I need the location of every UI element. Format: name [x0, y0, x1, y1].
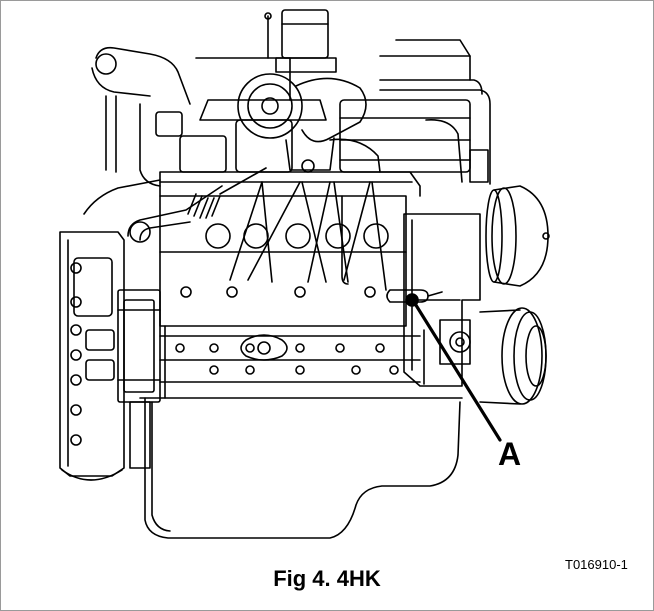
flywheel-housing	[59, 231, 125, 481]
egr-pipework	[83, 46, 267, 243]
turbocharger	[237, 73, 381, 173]
figure-caption: Fig 4. 4HK	[273, 566, 381, 591]
fan-pulley	[485, 185, 550, 287]
cylinder-block	[159, 181, 421, 399]
starter-block	[117, 289, 161, 469]
callout-leader-line	[412, 300, 502, 442]
crank-pulley	[479, 307, 547, 405]
callout-label-a: A	[498, 436, 522, 472]
figure-code: T016910-1	[565, 557, 628, 572]
oil-pan	[139, 397, 463, 539]
cylinder-head	[159, 9, 471, 197]
upper-right-pipes	[379, 39, 491, 185]
sensor-component	[386, 289, 443, 307]
